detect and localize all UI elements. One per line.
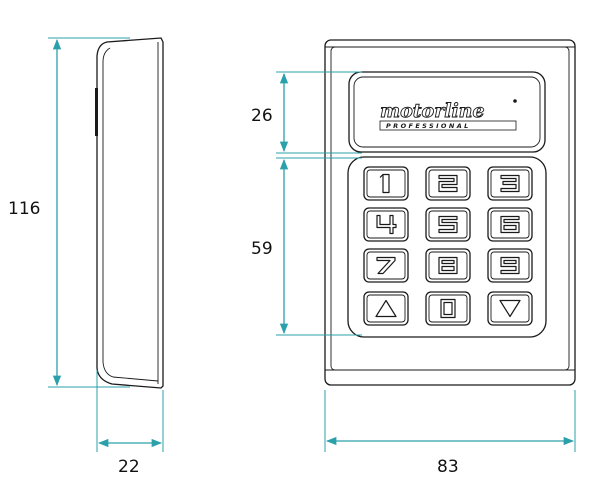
key-glyph-1 [379,173,390,194]
key-8[interactable] [425,248,471,283]
brand-tagline-bar [379,120,517,131]
key-glyph-8 [438,256,458,275]
side-view-outline [96,37,164,389]
display-height-dimension: 26 [251,71,362,154]
display-window-inner [353,76,541,148]
side-view-button-ridge [95,88,98,136]
keypad-keys [363,166,533,326]
key-cap-inner [366,169,406,198]
key-0[interactable] [425,291,471,326]
key-glyph-4 [376,214,397,235]
brand-logo: motorline [380,100,485,122]
width-label: 83 [437,457,459,477]
key-glyph-2 [438,174,458,193]
key-cap[interactable] [487,291,533,326]
triangle-down-icon [499,299,521,318]
key-glyph-6 [500,215,520,234]
key-cap[interactable] [425,166,471,201]
display-window [348,71,546,153]
key-4[interactable] [363,207,409,242]
key-cap-inner [490,210,530,239]
key-cap[interactable] [363,207,409,242]
width-dimension: 83 [324,390,576,477]
triangle-up-icon [375,299,397,318]
key-cap[interactable] [487,248,533,283]
key-cap[interactable] [425,291,471,326]
key-cap-inner [428,169,468,198]
key-glyph-3 [500,174,520,193]
depth-label: 22 [118,457,140,477]
key-1[interactable] [363,166,409,201]
key-glyph-9 [500,256,520,275]
key-cap-inner [428,210,468,239]
key-cap-inner [428,294,468,323]
key-9[interactable] [487,248,533,283]
side-view [95,37,164,389]
key-glyph-7 [376,256,396,275]
key-cap[interactable] [363,248,409,283]
keypad-height-dimension: 59 [251,157,362,336]
front-view: motorline PROFESSIONAL [324,39,576,386]
height-label: 116 [8,199,40,219]
brand-tagline: PROFESSIONAL [386,122,471,130]
key-cap-inner [428,251,468,280]
key-5[interactable] [425,207,471,242]
brand-logo-dot [513,99,517,103]
key-glyph-5 [438,215,458,234]
key-up[interactable] [363,291,409,326]
key-glyph-0 [440,298,456,319]
key-cap-inner [366,210,406,239]
key-cap-inner [366,294,406,323]
depth-dimension: 22 [96,370,164,477]
height-dimension: 116 [8,37,130,388]
key-cap[interactable] [363,291,409,326]
front-body-outline [324,39,576,386]
key-cap-inner [490,251,530,280]
key-cap[interactable] [487,166,533,201]
key-3[interactable] [487,166,533,201]
key-down[interactable] [487,291,533,326]
key-cap-inner [490,294,530,323]
key-cap[interactable] [487,207,533,242]
display-height-label: 26 [251,106,273,126]
keypad-height-label: 59 [251,239,273,259]
key-cap[interactable] [425,207,471,242]
keypad-panel [347,156,547,338]
key-cap-inner [366,251,406,280]
key-cap[interactable] [363,166,409,201]
key-2[interactable] [425,166,471,201]
key-6[interactable] [487,207,533,242]
side-view-inner-edge [102,47,159,382]
key-cap-inner [490,169,530,198]
key-cap[interactable] [425,248,471,283]
key-7[interactable] [363,248,409,283]
